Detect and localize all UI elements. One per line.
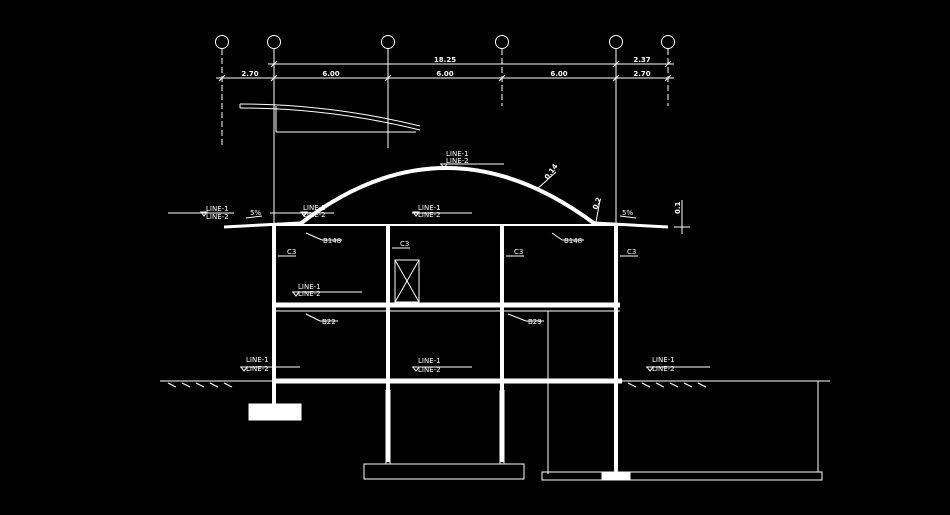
dim-bay-5: 2.70 bbox=[633, 70, 650, 78]
column-tag-4: C3 bbox=[627, 248, 636, 256]
level-8-line2: LINE-2 bbox=[652, 365, 675, 373]
dim-upstand: 0.2 bbox=[591, 196, 603, 211]
level-1-line1: LINE-1 bbox=[206, 205, 229, 213]
slope-left: 5% bbox=[250, 209, 261, 217]
grid-bubble-3 bbox=[381, 35, 395, 49]
level-7-line1: LINE-1 bbox=[418, 357, 441, 365]
grid-bubble-4 bbox=[495, 35, 509, 49]
column-tag-1: C3 bbox=[287, 248, 296, 256]
beam-floor-left: B22 bbox=[322, 318, 336, 326]
beam-roof-right: B148 bbox=[564, 237, 582, 245]
grid-bubble-5 bbox=[609, 35, 623, 49]
dim-bay-3: 6.00 bbox=[436, 70, 453, 78]
slope-right: 5% bbox=[622, 209, 633, 217]
stair-core bbox=[394, 259, 420, 303]
dim-bay-4: 6.00 bbox=[550, 70, 567, 78]
footing-left bbox=[248, 403, 302, 421]
dim-arch-thickness: 0.14 bbox=[543, 162, 560, 181]
level-4-line1: LINE-1 bbox=[446, 150, 469, 158]
grid-bubble-2 bbox=[267, 35, 281, 49]
level-5-line1: LINE-1 bbox=[298, 283, 321, 291]
level-6-line2: LINE-2 bbox=[246, 365, 269, 373]
level-6-line1: LINE-1 bbox=[246, 356, 269, 364]
ground bbox=[160, 380, 830, 388]
level-3-line2: LINE-2 bbox=[418, 211, 441, 219]
level-1-line2: LINE-2 bbox=[206, 213, 229, 221]
level-8-line1: LINE-1 bbox=[652, 356, 675, 364]
grid-bubble-6 bbox=[661, 35, 675, 49]
dim-bay-1: 2.70 bbox=[241, 70, 258, 78]
beam-leaders bbox=[305, 232, 584, 322]
roof-arch bbox=[223, 166, 669, 229]
dim-overall: 18.25 bbox=[434, 56, 456, 64]
footing-right bbox=[541, 471, 823, 481]
foundations bbox=[248, 381, 823, 481]
level-2-line1: LINE-1 bbox=[303, 204, 326, 212]
dim-right-top: 2.37 bbox=[633, 56, 650, 64]
level-7-line2: LINE-2 bbox=[418, 366, 441, 374]
level-marks bbox=[168, 163, 710, 372]
level-3-line1: LINE-1 bbox=[418, 204, 441, 212]
level-2-line2: LINE-2 bbox=[303, 211, 326, 219]
beam-floor-right: B29 bbox=[528, 318, 542, 326]
dim-right-slab: 0.1 bbox=[674, 201, 682, 214]
arch-dim bbox=[535, 171, 557, 191]
level-4-line2: LINE-2 bbox=[446, 157, 469, 165]
column-tag-3: C3 bbox=[514, 248, 523, 256]
dim-bay-2: 6.00 bbox=[322, 70, 339, 78]
footing-middle bbox=[363, 463, 525, 480]
grid-bubble-1 bbox=[215, 35, 229, 49]
canopy bbox=[239, 103, 421, 133]
dimension-lines bbox=[216, 60, 674, 82]
structure bbox=[272, 225, 622, 474]
column-leaders bbox=[278, 247, 638, 257]
level-5-line2: LINE-2 bbox=[298, 290, 321, 298]
column-tag-2: C3 bbox=[400, 240, 409, 248]
beam-roof-left: B148 bbox=[323, 237, 341, 245]
